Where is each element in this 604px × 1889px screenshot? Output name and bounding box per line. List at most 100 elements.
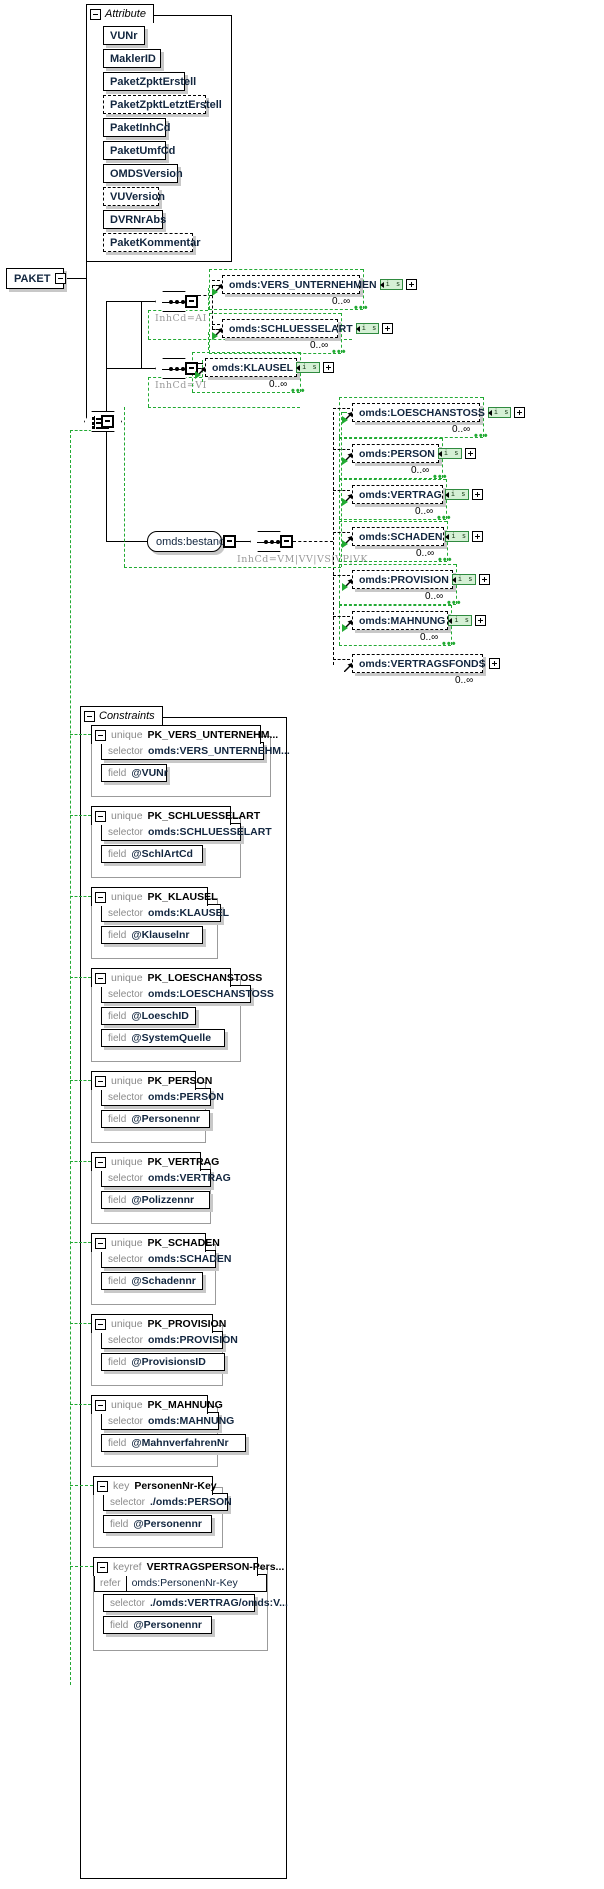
constraints-group: Constraints: [80, 706, 287, 1879]
constraint-field-row[interactable]: field@MahnverfahrenNr: [101, 1434, 247, 1452]
sequence-bestand-expander[interactable]: [280, 535, 293, 548]
attribute-group-tab[interactable]: Attribute: [86, 4, 154, 23]
collapse-toggle-icon[interactable]: [95, 972, 106, 984]
green-region: [339, 605, 340, 645]
collapse-toggle-icon[interactable]: [95, 1156, 106, 1168]
constraint-field-row[interactable]: field@Schadennr: [101, 1272, 203, 1290]
root-element-paket[interactable]: PAKET: [6, 268, 67, 289]
attribute-label: OMDSVersion: [110, 167, 183, 180]
attribute-box-vuversion[interactable]: VUVersion: [103, 187, 165, 206]
element-expand-toggle-icon[interactable]: [406, 279, 418, 290]
collapse-toggle-icon[interactable]: [95, 810, 106, 822]
node-omds-bestand[interactable]: omds:bestand: [147, 531, 225, 552]
collapse-toggle-icon[interactable]: [95, 1237, 106, 1249]
element-expand-toggle-icon[interactable]: [514, 407, 526, 418]
attribute-box-vunr[interactable]: VUNr: [103, 26, 145, 45]
type-info-badge-icon: i s: [487, 407, 512, 418]
compositor-sequence-ai[interactable]: [155, 291, 193, 312]
compositor-sequence-vi[interactable]: [155, 358, 193, 379]
element-expand-toggle-icon[interactable]: [474, 615, 486, 626]
bestand-expander[interactable]: [223, 535, 236, 548]
element-expand-toggle-icon[interactable]: [472, 531, 484, 542]
collapse-toggle-icon[interactable]: [97, 1480, 108, 1492]
element-expand-toggle-icon[interactable]: [464, 448, 476, 459]
collapse-toggle-icon[interactable]: [97, 1561, 108, 1573]
paket-collapse-toggle-icon[interactable]: [55, 273, 67, 284]
attribute-box-maklerid[interactable]: MaklerID: [103, 49, 161, 68]
constraints-group-tab[interactable]: Constraints: [80, 706, 163, 725]
attribute-box-dvrnrabs[interactable]: DVRNrAbs: [103, 210, 166, 229]
element-box-omds-vertragsfonds[interactable]: omds:VERTRAGSFONDS: [352, 654, 500, 673]
constraint-field-row[interactable]: field@Personennr: [103, 1515, 213, 1533]
constraint-field-row[interactable]: field@SystemQuelle: [101, 1029, 225, 1047]
attribute-box-paketzpktletzterstell[interactable]: PaketZpktLetztErstell: [103, 95, 222, 114]
sequence-vi-expander[interactable]: [185, 362, 198, 375]
constraint-field-row[interactable]: field@VUNr: [101, 764, 168, 782]
constraint-field-row[interactable]: field@Klauselnr: [101, 926, 203, 944]
element-expand-toggle-icon[interactable]: [478, 574, 490, 585]
attribute-box-paketzpkterstell[interactable]: PaketZpktErstell: [103, 72, 196, 91]
constraint-field-row[interactable]: field@ProvisionsID: [101, 1353, 225, 1371]
attribute-box-paketumfcd[interactable]: PaketUmfCd: [103, 141, 175, 160]
element-expand-toggle-icon[interactable]: [471, 489, 483, 500]
attribute-box-paketinhcd[interactable]: PaketInhCd: [103, 118, 171, 137]
substitution-arrow-icon: [342, 540, 351, 549]
element-expand-toggle-icon[interactable]: [382, 323, 394, 334]
choice-expander[interactable]: [101, 415, 114, 428]
constraint-selector-row[interactable]: selector./omds:VERTRAG/omds:V...: [103, 1594, 288, 1612]
collapse-toggle-icon[interactable]: [95, 1318, 106, 1330]
collapse-toggle-icon[interactable]: [95, 891, 106, 903]
constraint-field-row[interactable]: field@Personennr: [103, 1616, 213, 1634]
green-region: [339, 397, 340, 437]
attribute-box-paketkommentar[interactable]: PaketKommentar: [103, 233, 200, 252]
constraint-field-row[interactable]: field@LoeschID: [101, 1007, 196, 1025]
substitution-more-dots-icon: •••: [447, 597, 462, 609]
collapse-toggle-icon[interactable]: [95, 1075, 106, 1087]
green-region: [208, 288, 209, 310]
collapse-toggle-icon[interactable]: [95, 729, 106, 741]
attribute-box-omdsversion[interactable]: OMDSVersion: [103, 164, 183, 183]
substitution-more-dots-icon: •••: [474, 430, 489, 442]
element-expand-toggle-icon[interactable]: [488, 658, 500, 669]
element-expand-toggle-icon[interactable]: [322, 362, 334, 373]
connector: [212, 329, 222, 330]
collapse-toggle-icon[interactable]: [84, 710, 95, 722]
constraint-field-row[interactable]: field@Polizzennr: [101, 1191, 211, 1209]
constraint-field-row[interactable]: field@SchlArtCd: [101, 845, 203, 863]
collapse-toggle-icon[interactable]: [90, 8, 101, 20]
sequence-ai-expander[interactable]: [185, 295, 198, 308]
constraint-selector-row[interactable]: selector./omds:PERSON: [103, 1493, 232, 1511]
constraint-field-row[interactable]: field@Personennr: [101, 1110, 211, 1128]
selector-value: omds:SCHLUESSELART: [148, 826, 272, 838]
collapse-toggle-icon[interactable]: [95, 1399, 106, 1411]
